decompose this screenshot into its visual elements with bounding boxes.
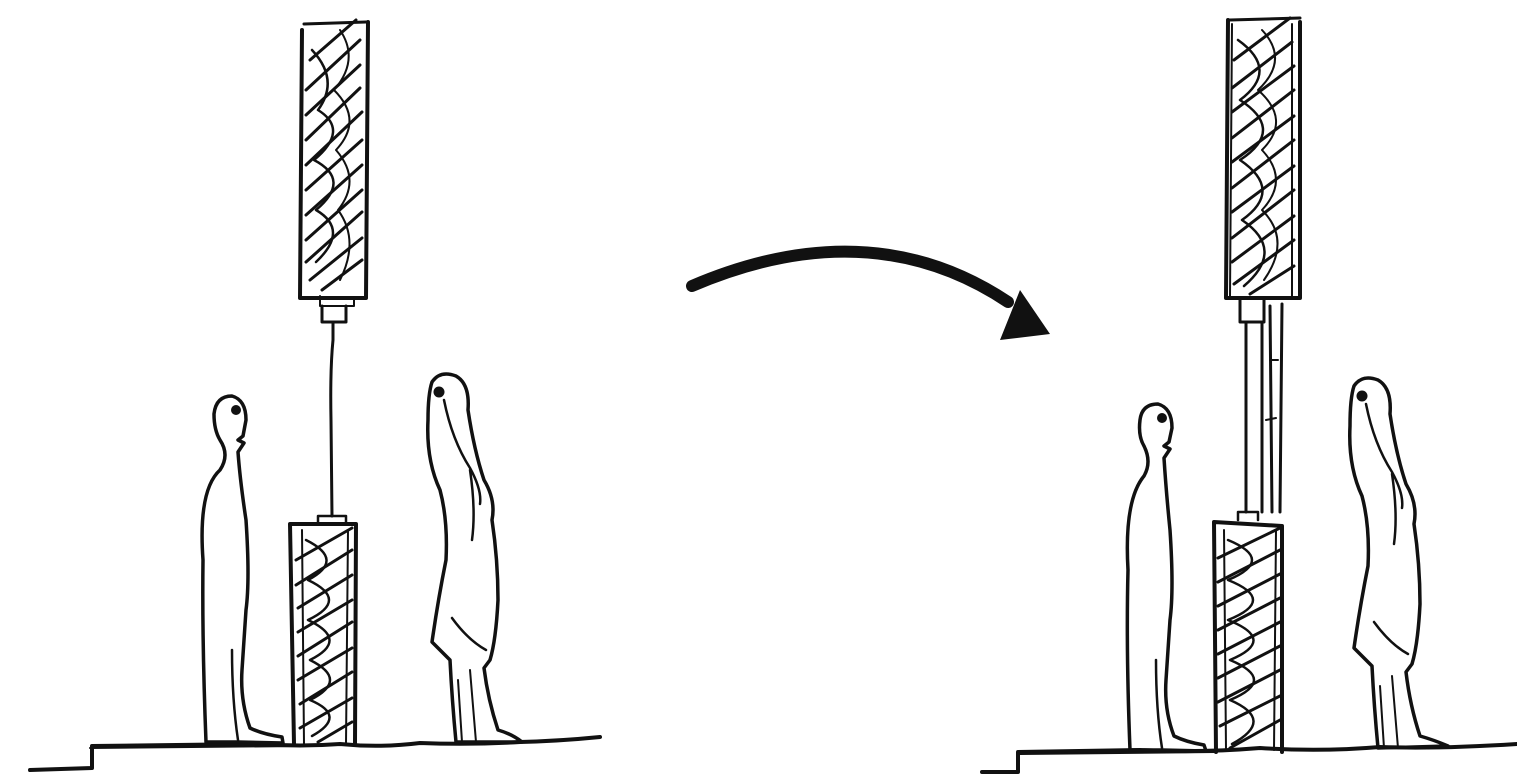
eye-icon [434, 387, 445, 398]
upper-block [1226, 18, 1300, 322]
upper-block [300, 20, 368, 322]
eye-icon [1357, 391, 1368, 402]
connector-cable [331, 322, 333, 516]
person-right [1350, 378, 1448, 748]
person-left [202, 396, 283, 743]
curved-arrow-icon [692, 252, 1050, 340]
eye-icon [1157, 413, 1167, 423]
panel-before [30, 20, 600, 770]
ground-step [982, 744, 1517, 772]
person-right [428, 374, 522, 742]
eye-icon [231, 405, 241, 415]
person-left [1127, 404, 1206, 751]
lower-block [1214, 512, 1282, 752]
panel-after [982, 18, 1517, 772]
lower-block [290, 516, 356, 744]
telescopic-mast [1246, 304, 1282, 512]
